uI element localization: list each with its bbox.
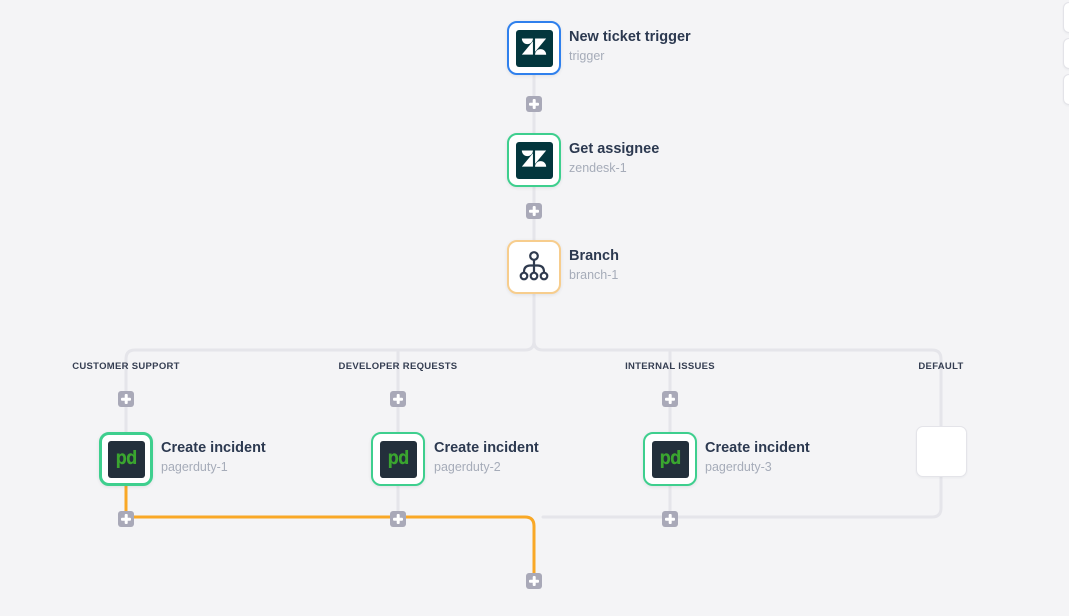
zendesk-icon	[515, 141, 553, 179]
zendesk-icon	[515, 29, 553, 67]
connector-merge-right	[541, 475, 943, 519]
pagerduty-glyph: pd	[387, 446, 410, 469]
canvas-control-button-3[interactable]	[1063, 74, 1069, 105]
node-subtitle: pagerduty-1	[161, 460, 228, 474]
node-title: Branch	[569, 248, 619, 264]
add-step-button[interactable]	[662, 511, 678, 527]
node-create-incident-3[interactable]: pd	[643, 432, 697, 486]
node-subtitle: branch-1	[569, 268, 619, 282]
add-step-button[interactable]	[526, 203, 542, 219]
branch-label-default: DEFAULT	[918, 361, 964, 372]
pagerduty-icon: pd	[107, 440, 145, 478]
add-step-button[interactable]	[390, 511, 406, 527]
canvas-control-button-2[interactable]	[1063, 38, 1069, 69]
node-title: Create incident	[161, 440, 266, 456]
node-title: Get assignee	[569, 141, 660, 157]
node-subtitle: trigger	[569, 49, 605, 63]
node-label-new-ticket-trigger: New ticket trigger trigger	[569, 28, 691, 65]
node-label-create-incident-2: Create incident pagerduty-2	[434, 439, 539, 476]
add-step-button[interactable]	[118, 511, 134, 527]
add-step-button[interactable]	[118, 391, 134, 407]
add-step-button[interactable]	[662, 391, 678, 407]
node-get-assignee[interactable]	[507, 133, 561, 187]
connector-merge-active	[124, 515, 536, 575]
node-new-ticket-trigger[interactable]	[507, 21, 561, 75]
default-branch-empty-slot[interactable]	[916, 426, 967, 477]
connector-branch-split-left	[124, 292, 536, 434]
pagerduty-glyph: pd	[115, 446, 138, 469]
pagerduty-icon: pd	[651, 440, 689, 478]
node-title: Create incident	[705, 440, 810, 456]
add-step-button[interactable]	[526, 96, 542, 112]
node-subtitle: pagerduty-2	[434, 460, 501, 474]
node-branch[interactable]	[507, 240, 561, 294]
node-subtitle: pagerduty-3	[705, 460, 772, 474]
branch-label-customer-support: CUSTOMER SUPPORT	[72, 361, 180, 372]
node-title: Create incident	[434, 440, 539, 456]
node-subtitle: zendesk-1	[569, 161, 627, 175]
branch-label-developer-requests: DEVELOPER REQUESTS	[338, 361, 458, 372]
node-label-get-assignee: Get assignee zendesk-1	[569, 140, 659, 177]
pagerduty-glyph: pd	[659, 446, 682, 469]
node-title: New ticket trigger	[569, 29, 691, 45]
node-label-create-incident-1: Create incident pagerduty-1	[161, 439, 266, 476]
node-create-incident-1[interactable]: pd	[99, 432, 153, 486]
node-label-create-incident-3: Create incident pagerduty-3	[705, 439, 810, 476]
pagerduty-icon: pd	[379, 440, 417, 478]
branch-label-internal-issues: INTERNAL ISSUES	[625, 361, 715, 372]
canvas-control-button-1[interactable]	[1063, 2, 1069, 33]
node-create-incident-2[interactable]: pd	[371, 432, 425, 486]
connector-branch-split-right	[532, 339, 943, 428]
branch-icon	[515, 248, 553, 286]
add-step-button[interactable]	[390, 391, 406, 407]
add-step-button[interactable]	[526, 573, 542, 589]
node-label-branch: Branch branch-1	[569, 247, 619, 284]
